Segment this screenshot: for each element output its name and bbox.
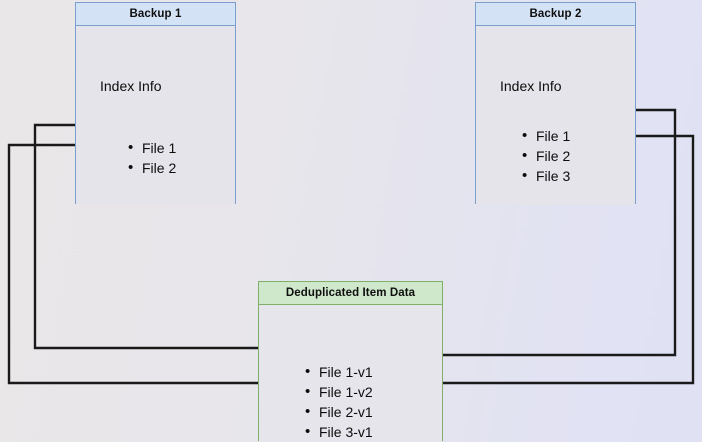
node-backup-1[interactable]: Backup 1 Index Info File 1 File 2 xyxy=(75,2,236,205)
list-item: File 3 xyxy=(520,166,570,186)
node-deduplicated-item-data-file-list: File 1-v1 File 1-v2 File 2-v1 File 3-v1 xyxy=(303,362,373,442)
list-item: File 2 xyxy=(126,158,176,178)
node-deduplicated-item-data-title: Deduplicated Item Data xyxy=(259,282,442,305)
node-backup-1-file-list: File 1 File 2 xyxy=(126,138,176,178)
list-item: File 1-v2 xyxy=(303,382,373,402)
node-backup-2-body: Index Info File 1 File 2 File 3 xyxy=(476,26,635,205)
node-backup-2-caption: Index Info xyxy=(500,78,562,94)
node-backup-2-file-list: File 1 File 2 File 3 xyxy=(520,126,570,186)
list-item: File 2 xyxy=(520,146,570,166)
node-deduplicated-item-data-body: File 1-v1 File 1-v2 File 2-v1 File 3-v1 xyxy=(259,305,442,442)
list-item: File 3-v1 xyxy=(303,422,373,442)
list-item: File 1-v1 xyxy=(303,362,373,382)
list-item: File 2-v1 xyxy=(303,402,373,422)
list-item: File 1 xyxy=(520,126,570,146)
node-backup-1-body: Index Info File 1 File 2 xyxy=(76,26,235,205)
node-backup-2[interactable]: Backup 2 Index Info File 1 File 2 File 3 xyxy=(475,2,636,205)
node-backup-1-title: Backup 1 xyxy=(76,3,235,26)
node-backup-1-caption: Index Info xyxy=(100,78,162,94)
node-deduplicated-item-data[interactable]: Deduplicated Item Data File 1-v1 File 1-… xyxy=(258,281,443,442)
list-item: File 1 xyxy=(126,138,176,158)
node-backup-2-title: Backup 2 xyxy=(476,3,635,26)
